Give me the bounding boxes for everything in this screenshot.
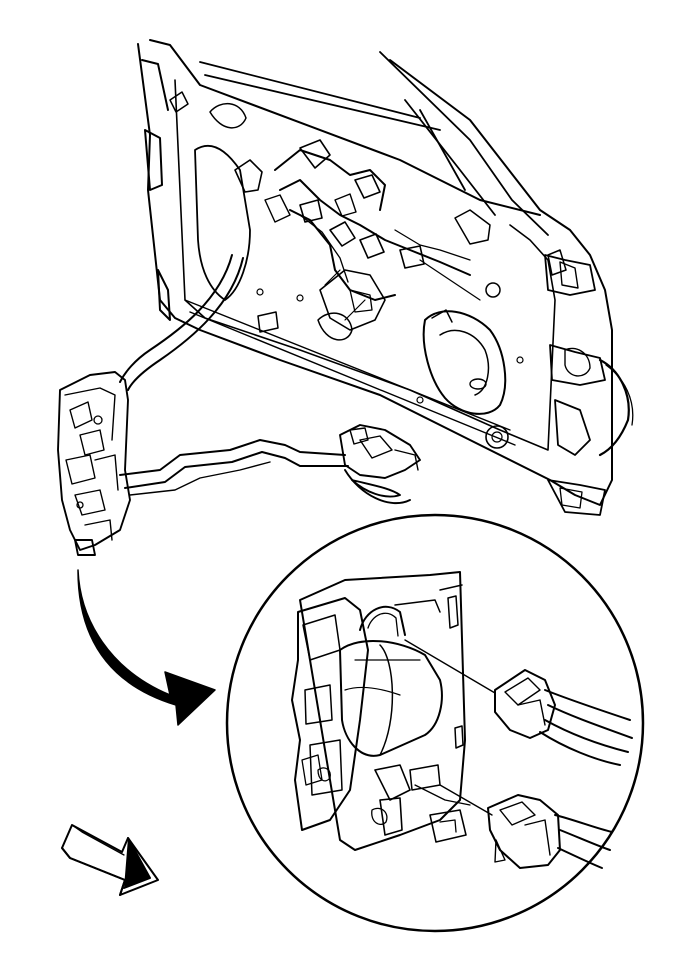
outside-handle [339, 424, 421, 505]
actuator-connectors [404, 639, 633, 869]
detail-callout-arrow [77, 569, 216, 726]
door-panel [137, 39, 613, 506]
lock-rods [119, 254, 349, 496]
hinges [544, 254, 634, 516]
lock-actuator [57, 371, 131, 556]
window-glass-edge [199, 51, 549, 236]
actuator-detail [291, 571, 471, 851]
detail-circle [225, 513, 645, 933]
speaker [422, 309, 507, 415]
front-direction-arrow [61, 824, 159, 896]
wiring-harness [234, 139, 481, 331]
